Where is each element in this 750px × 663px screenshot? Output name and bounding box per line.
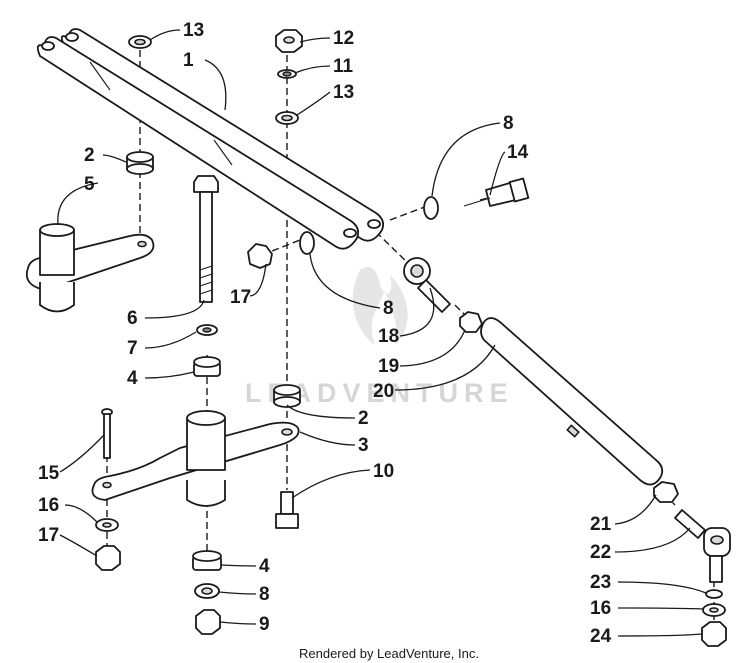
callout-4-upper: 4 bbox=[127, 368, 138, 389]
callout-7: 7 bbox=[127, 338, 138, 359]
callout-9: 9 bbox=[259, 614, 270, 635]
nut-12 bbox=[275, 29, 303, 53]
callout-8-top: 8 bbox=[503, 113, 514, 134]
idler-arm bbox=[91, 410, 300, 507]
tie-rod bbox=[480, 317, 664, 486]
callout-8-mid: 8 bbox=[383, 298, 394, 319]
callout-5: 5 bbox=[84, 174, 95, 195]
callout-23: 23 bbox=[590, 572, 611, 593]
callout-11: 11 bbox=[333, 56, 354, 77]
nut-4a bbox=[193, 356, 221, 377]
tie-rod-end-22 bbox=[674, 509, 731, 583]
washers bbox=[95, 35, 726, 617]
nut-24 bbox=[701, 621, 727, 647]
bolt-10 bbox=[275, 491, 299, 529]
nut-21 bbox=[653, 481, 679, 503]
footer-credit: Rendered by LeadVenture, Inc. bbox=[299, 646, 479, 661]
drag-link-arms bbox=[36, 28, 385, 250]
bolt-14 bbox=[463, 177, 530, 207]
callout-19: 19 bbox=[378, 356, 399, 377]
callout-22: 22 bbox=[590, 542, 611, 563]
callout-16-right: 16 bbox=[590, 598, 611, 619]
pitman-arm bbox=[25, 223, 155, 313]
leader-lines bbox=[57, 29, 707, 637]
nut-17b bbox=[95, 545, 121, 571]
callout-18: 18 bbox=[378, 326, 399, 347]
nut-17a bbox=[247, 243, 273, 269]
callout-14: 14 bbox=[507, 142, 529, 163]
callout-20: 20 bbox=[373, 381, 394, 402]
nut-9 bbox=[195, 609, 221, 635]
callout-10: 10 bbox=[373, 461, 394, 482]
callout-16-left: 16 bbox=[38, 495, 59, 516]
callout-15: 15 bbox=[38, 463, 60, 484]
callout-2-left: 2 bbox=[84, 145, 95, 166]
callout-13-top: 13 bbox=[183, 20, 204, 41]
callout-6: 6 bbox=[127, 308, 138, 329]
callout-2-lower: 2 bbox=[358, 408, 369, 429]
callouts: 13 1 2 5 12 11 13 8 14 17 8 6 7 4 18 19 … bbox=[38, 20, 612, 647]
callout-12: 12 bbox=[333, 28, 354, 49]
nut-4b bbox=[192, 550, 222, 571]
callout-17-upper: 17 bbox=[230, 287, 251, 308]
callout-24: 24 bbox=[590, 626, 612, 647]
callout-13-right: 13 bbox=[333, 82, 354, 103]
callout-3: 3 bbox=[358, 435, 369, 456]
callout-4-lower: 4 bbox=[259, 556, 270, 577]
nut-19 bbox=[459, 311, 483, 333]
bolt-6 bbox=[193, 175, 219, 303]
tie-rod-end-18 bbox=[403, 257, 451, 313]
callout-21: 21 bbox=[590, 514, 612, 535]
callout-8-lower: 8 bbox=[259, 584, 270, 605]
bolt-15 bbox=[101, 408, 113, 459]
callout-1: 1 bbox=[183, 50, 194, 71]
callout-17-lower: 17 bbox=[38, 525, 59, 546]
